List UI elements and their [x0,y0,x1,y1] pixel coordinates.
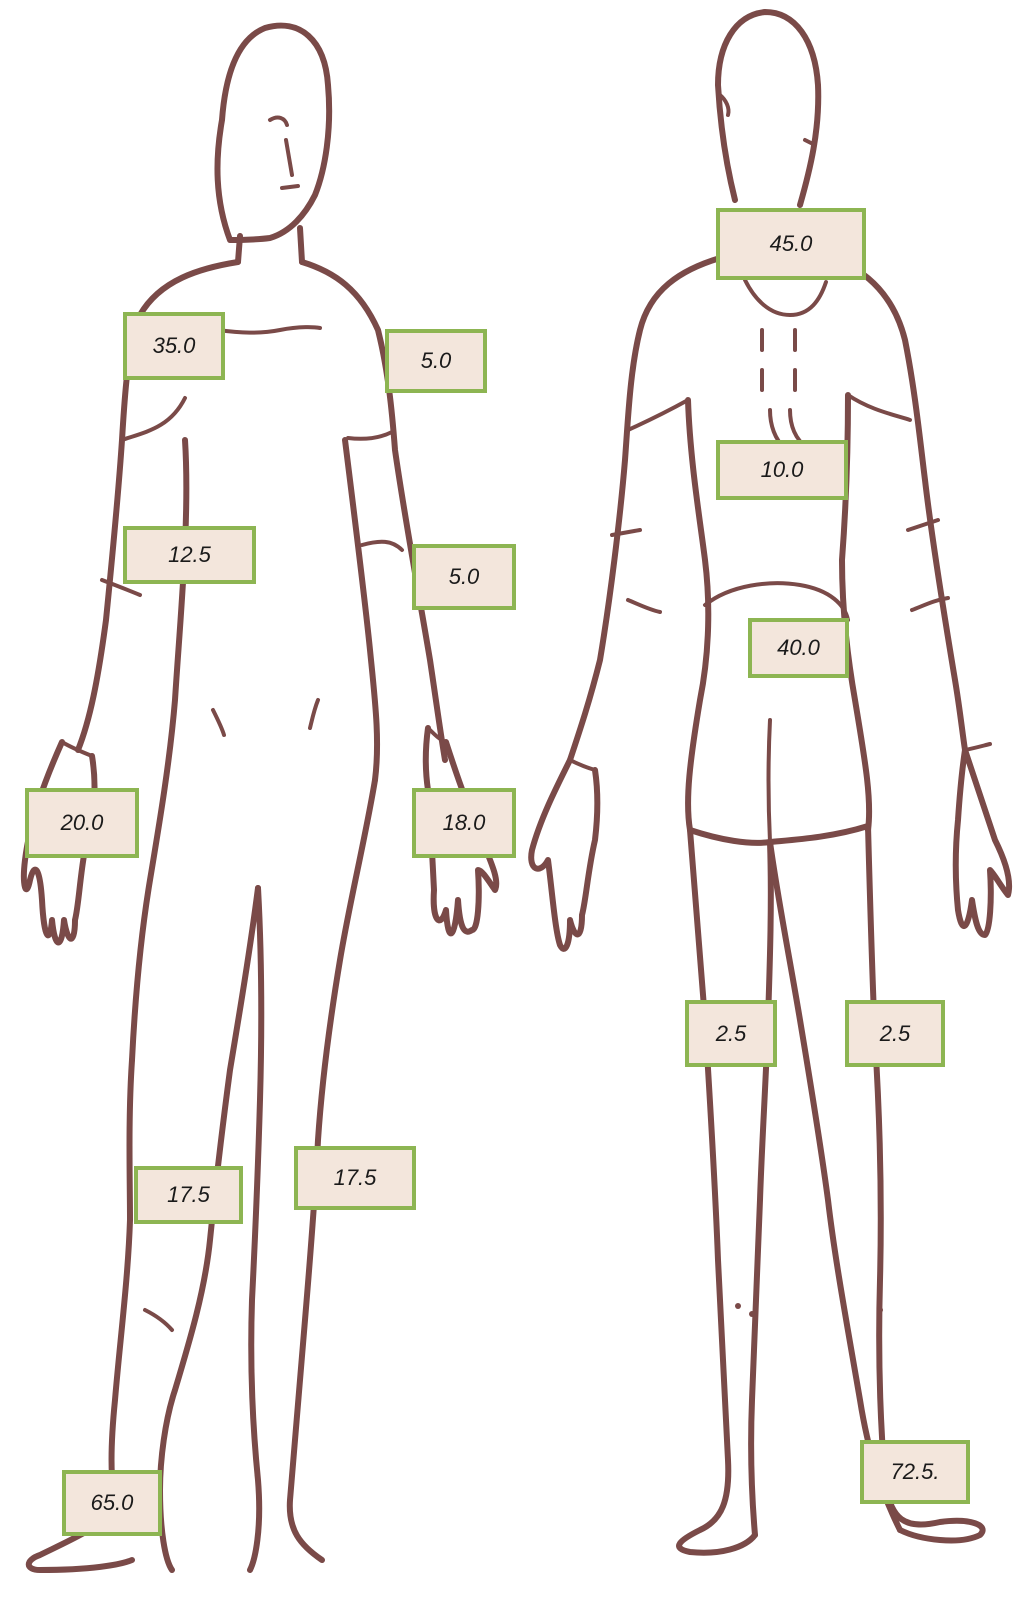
label-front-thigh-right: 17.5 [134,1166,243,1224]
label-front-shoulder-left: 5.0 [385,329,487,393]
label-back-thigh-right: 2.5 [845,1000,945,1067]
label-back-thigh-left: 2.5 [685,1000,777,1067]
label-back-lower-back: 40.0 [748,618,849,678]
label-front-hand-right: 20.0 [25,788,139,858]
label-front-upper-arm-left: 5.0 [412,544,516,610]
label-front-foot: 65.0 [62,1470,162,1536]
label-back-mid-back: 10.0 [716,440,848,500]
label-front-upper-arm-right: 12.5 [123,526,256,584]
label-front-shoulder-right: 35.0 [123,312,225,380]
label-front-thigh-left: 17.5 [294,1146,416,1210]
label-back-neck: 45.0 [716,208,866,280]
label-front-hand-left: 18.0 [412,788,516,858]
label-back-foot: 72.5. [860,1440,970,1504]
